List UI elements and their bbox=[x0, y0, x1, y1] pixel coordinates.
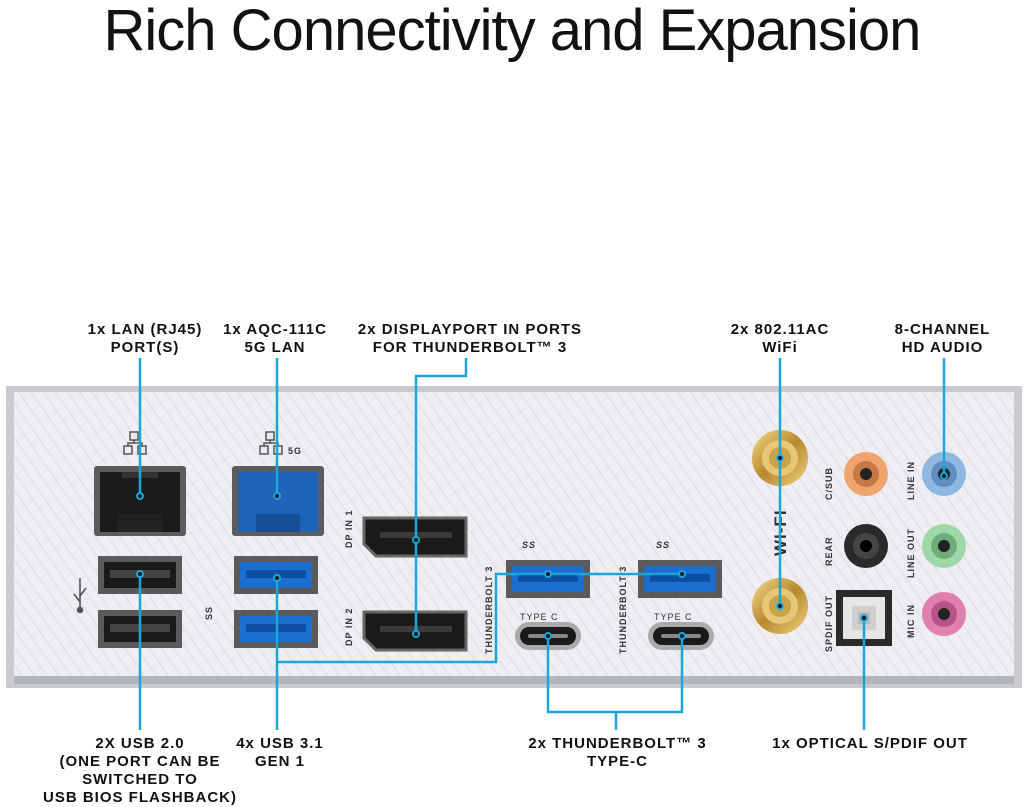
rear-label: REAR bbox=[824, 536, 834, 566]
rear-jack bbox=[844, 524, 888, 568]
five-g-label: 5G bbox=[288, 446, 302, 456]
ss-label-tb-b: SS bbox=[656, 540, 670, 550]
ss-label-usb31: SS bbox=[204, 606, 214, 620]
callout-usb20: 2X USB 2.0 (ONE PORT CAN BE SWITCHED TO … bbox=[43, 735, 237, 806]
dp-in-1-label: DP IN 1 bbox=[344, 510, 354, 548]
c-sub-jack bbox=[844, 452, 888, 496]
line-in-label: LINE IN bbox=[906, 461, 916, 500]
dp-in-2-label: DP IN 2 bbox=[344, 608, 354, 646]
thunderbolt-3-label-a: THUNDERBOLT 3 bbox=[484, 566, 494, 654]
usb31-port-3 bbox=[506, 560, 590, 598]
type-c-label-a: TYPE C bbox=[520, 612, 559, 622]
mic-in-label: MIC IN bbox=[906, 604, 916, 638]
usb31-port-1 bbox=[234, 556, 318, 594]
rj45-port bbox=[94, 466, 186, 536]
type-c-label-b: TYPE C bbox=[654, 612, 693, 622]
callout-audio: 8-CHANNEL HD AUDIO bbox=[894, 321, 991, 356]
line-out-jack bbox=[922, 524, 966, 568]
callout-aqc-lan: 1x AQC-111C 5G LAN bbox=[223, 321, 327, 356]
leader-thunderbolt bbox=[546, 636, 684, 730]
leader-dots bbox=[136, 454, 948, 640]
usb31-port-4 bbox=[638, 560, 722, 598]
c-sub-label: C/SUB bbox=[824, 467, 834, 500]
callout-thunderbolt: 2x THUNDERBOLT™ 3 TYPE-C bbox=[528, 735, 707, 770]
ss-label-tb-a: SS bbox=[522, 540, 536, 550]
page-title: Rich Connectivity and Expansion bbox=[103, 0, 922, 63]
line-out-label: LINE OUT bbox=[906, 528, 916, 578]
leader-displayport bbox=[414, 358, 468, 634]
callout-spdif: 1x OPTICAL S/PDIF OUT bbox=[772, 735, 968, 752]
thunderbolt-3-label-b: THUNDERBOLT 3 bbox=[618, 566, 628, 654]
callout-wifi: 2x 802.11AC WiFi bbox=[730, 321, 830, 356]
leader-usb31-link bbox=[277, 572, 682, 664]
mic-in-jack bbox=[922, 592, 966, 636]
callout-usb31: 4x USB 3.1 GEN 1 bbox=[236, 735, 324, 770]
callout-lan: 1x LAN (RJ45) PORT(S) bbox=[87, 321, 203, 356]
usb-icon bbox=[73, 578, 87, 614]
callout-displayport: 2x DISPLAYPORT IN PORTS FOR THUNDERBOLT™… bbox=[357, 321, 583, 356]
spdif-out-label: SPDIF OUT bbox=[824, 595, 834, 652]
network-icon bbox=[123, 431, 147, 455]
callout-lines bbox=[138, 358, 946, 730]
